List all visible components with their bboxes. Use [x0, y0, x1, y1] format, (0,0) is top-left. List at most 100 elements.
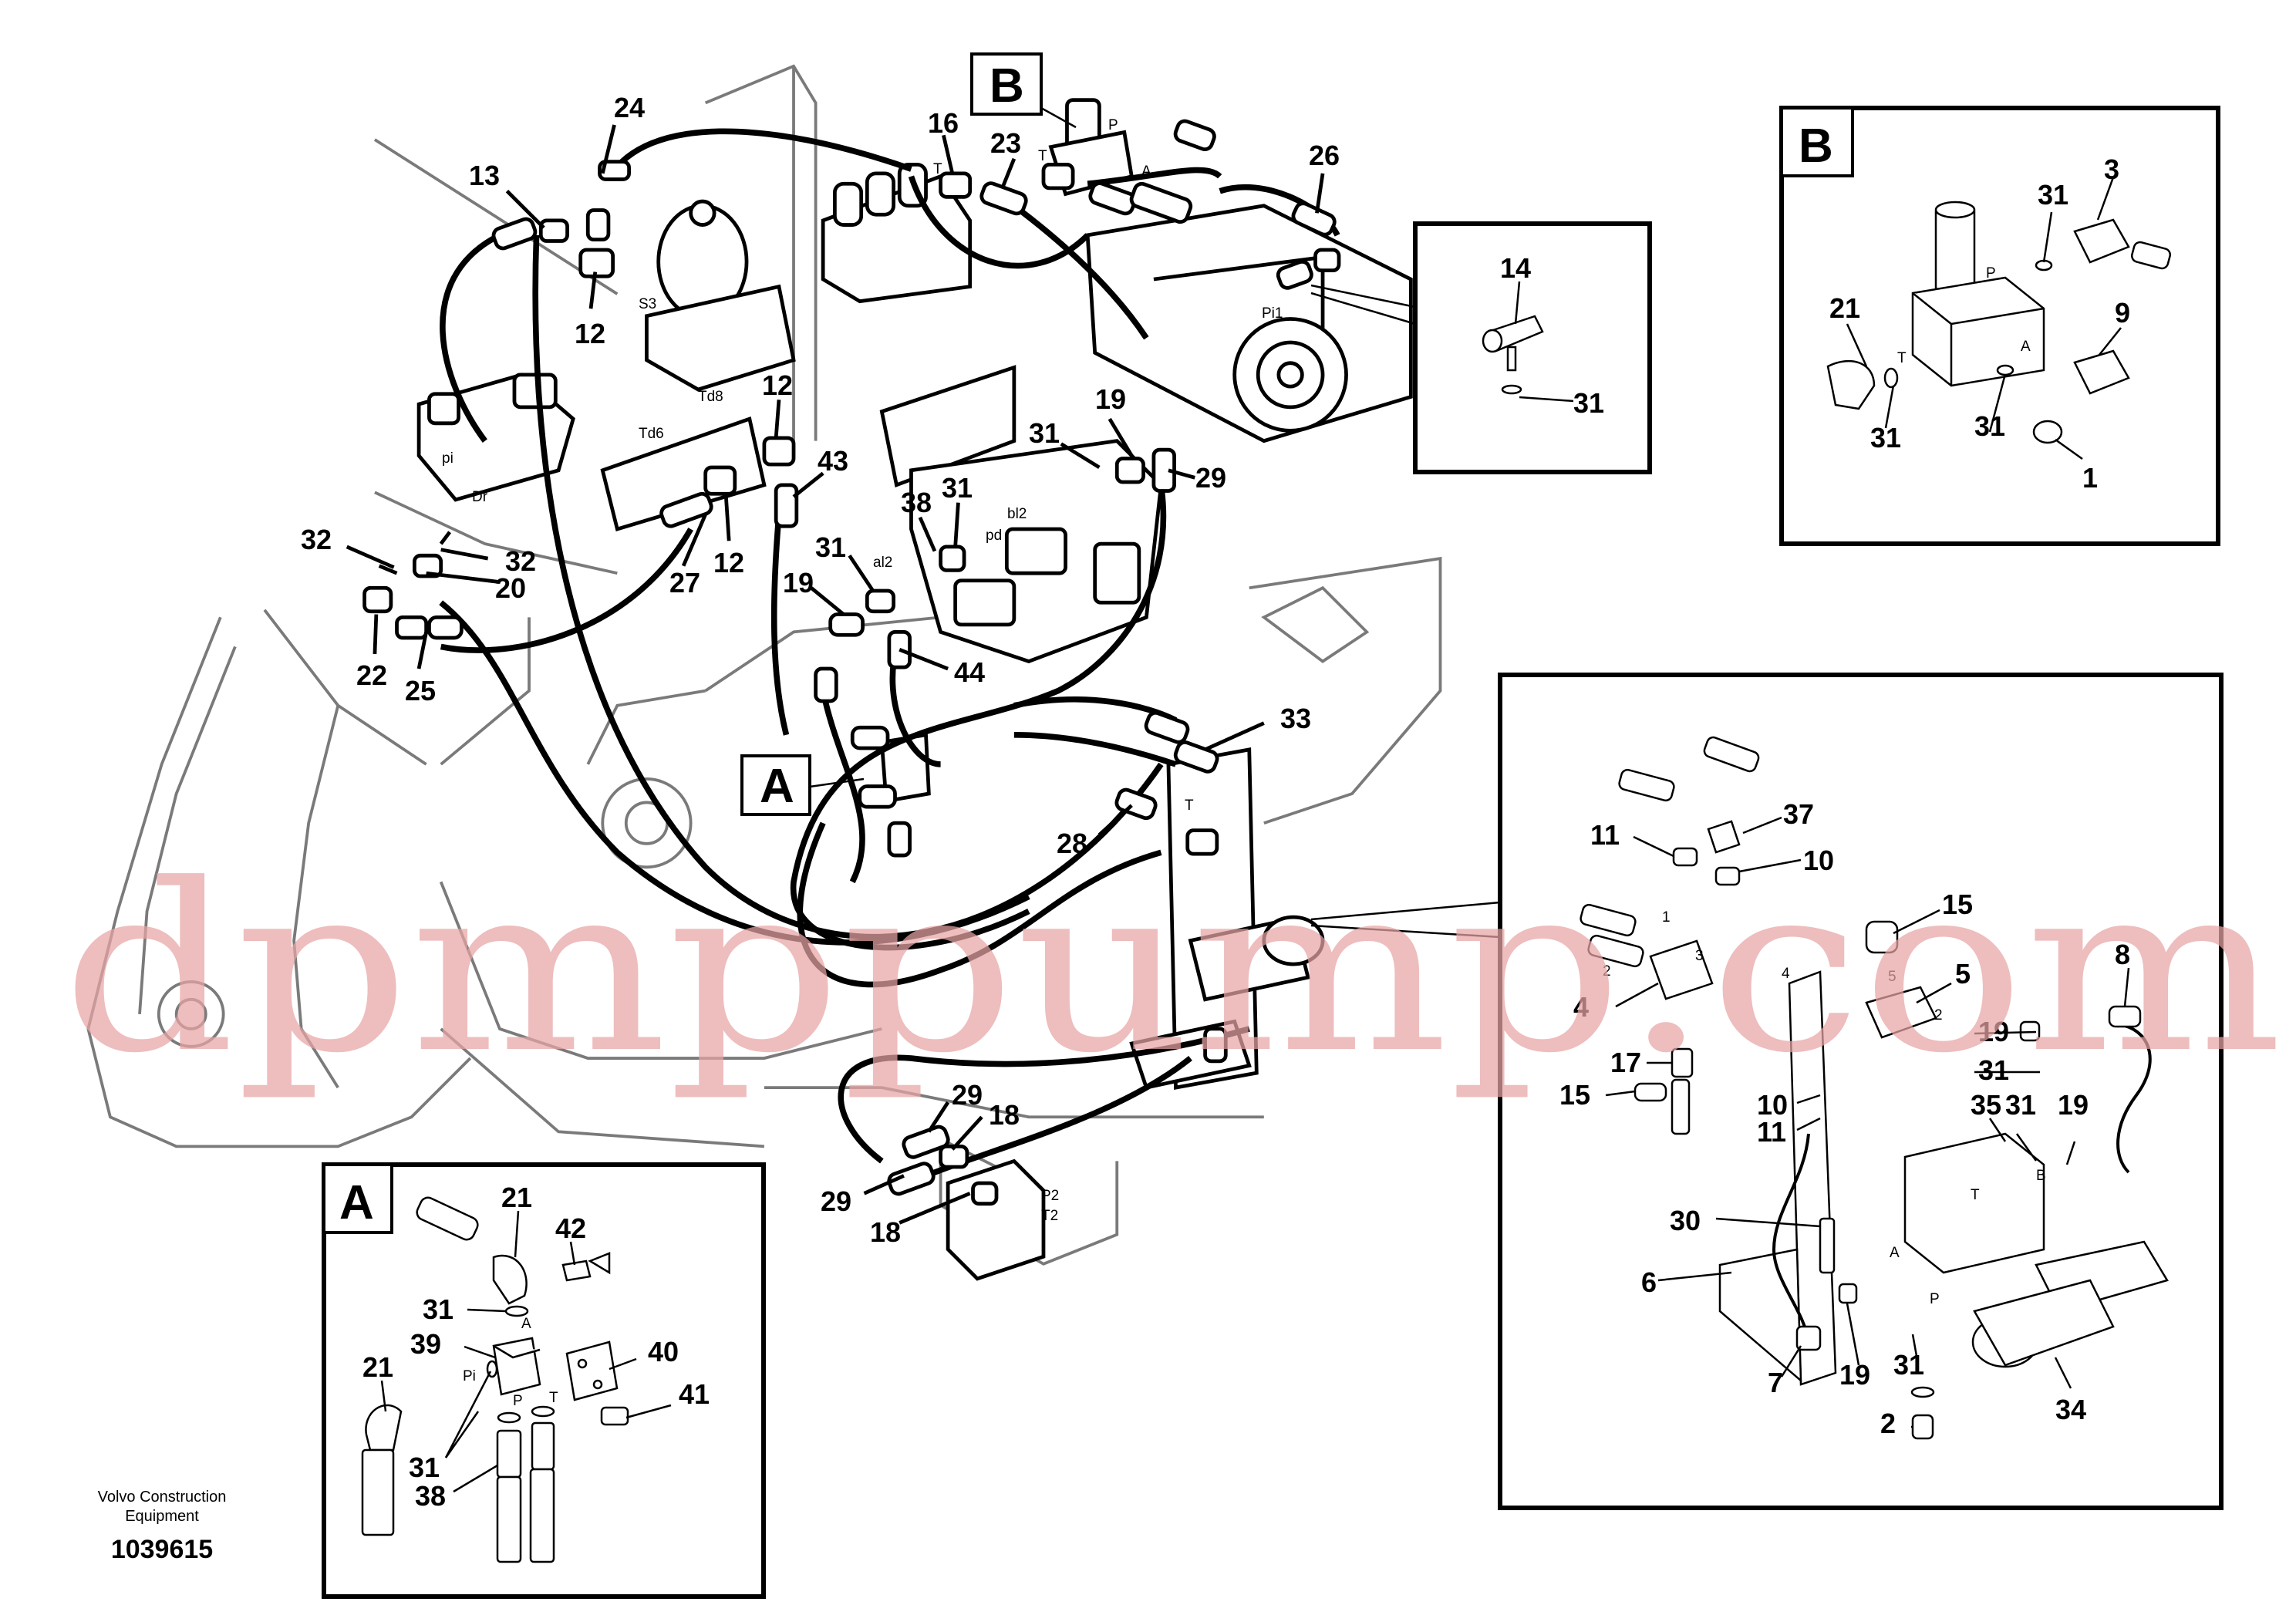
port-label: T: [1038, 148, 1047, 164]
callout-17: 17: [1610, 1047, 1641, 1078]
port-label: T: [1185, 798, 1194, 814]
main-leader-lines: [346, 124, 1325, 1225]
callout-28: 28: [1057, 828, 1087, 859]
port-t: T: [549, 1390, 558, 1406]
main-port-labels: S3 Td8 Td6 pi Dr T P A T Pi1 bl2 pd al2 …: [442, 117, 1283, 1224]
callout-31: 31: [1978, 1054, 2009, 1086]
mounting-plate: [600, 416, 767, 532]
callout-19: 19: [1095, 383, 1126, 415]
port-label: pi: [442, 450, 453, 467]
callout-42: 42: [555, 1212, 586, 1244]
callout-27: 27: [669, 567, 700, 599]
callout-31: 31: [1893, 1349, 1924, 1381]
port-label: T: [933, 161, 942, 177]
callout-21: 21: [362, 1351, 393, 1383]
callout-22: 22: [356, 659, 387, 691]
port-p: P: [1930, 1291, 1940, 1307]
callout-6: 6: [1641, 1266, 1657, 1298]
port-p: P: [1986, 265, 1996, 282]
callout-29: 29: [952, 1079, 983, 1111]
pilot-valve: [416, 373, 575, 502]
callout-31: 31: [1870, 422, 1901, 454]
callout-13: 13: [469, 160, 500, 191]
detail-b-valve: [1826, 201, 2171, 444]
callout-14: 14: [1500, 252, 1531, 284]
callout-38: 38: [901, 487, 932, 518]
brand-line-2: Equipment: [125, 1508, 199, 1525]
callout-31: 31: [409, 1452, 440, 1483]
callout-10: 10: [1803, 845, 1834, 876]
callout-31: 31: [815, 531, 846, 563]
port-label: P2: [1041, 1188, 1059, 1204]
callout-31: 31: [1974, 410, 2005, 442]
port-b: B: [2036, 1168, 2046, 1184]
port-pi: Pi: [463, 1368, 476, 1384]
callout-15: 15: [1942, 889, 1973, 920]
callout-24: 24: [614, 92, 645, 123]
port-label: S3: [639, 296, 656, 312]
footer: Volvo Construction Equipment 1039615: [98, 1489, 227, 1564]
watermark: dpmppump.com: [62, 835, 2283, 1104]
detail-manifold-box: 37 11 10 15 4 5 8 17 19 31 15 10 11 35 3…: [1310, 673, 2224, 1510]
callout-29: 29: [1195, 462, 1226, 494]
port-label: Td8: [698, 389, 723, 405]
hose-fittings: [362, 119, 1341, 1206]
callout-31: 31: [1573, 387, 1604, 419]
port-3: 3: [1695, 948, 1704, 964]
detail-14-box: 14 31: [1310, 221, 1652, 474]
callout-19: 19: [2058, 1089, 2089, 1121]
tag-a-label: A: [760, 760, 794, 813]
callout-31: 31: [2005, 1089, 2036, 1121]
callout-34: 34: [2055, 1394, 2086, 1425]
callout-26: 26: [1309, 140, 1340, 171]
callout-12: 12: [575, 318, 605, 349]
main-callouts: 24 13 12 16 23 26 12 19 31 43 29 38 31 2…: [301, 92, 1340, 1248]
port-t: T: [1897, 350, 1907, 366]
callout-19: 19: [1839, 1359, 1870, 1391]
port-a: A: [2021, 339, 2031, 355]
callout-10: 10: [1757, 1089, 1788, 1121]
callout-9: 9: [2115, 297, 2130, 329]
port-label: Dr: [472, 489, 488, 505]
callout-11: 11: [1590, 819, 1620, 851]
callout-23: 23: [990, 127, 1021, 159]
callout-21: 21: [1829, 292, 1860, 324]
port-label: Pi1: [1262, 305, 1283, 322]
port-label: Td6: [639, 426, 664, 442]
port-2b: 2: [1934, 1007, 1943, 1023]
port-a: A: [1890, 1245, 1900, 1261]
bottom-block: [946, 1158, 1046, 1281]
detail-a-box: A: [322, 1162, 766, 1599]
callout-20: 20: [495, 572, 526, 604]
detail-tag-a: A: [740, 754, 865, 816]
port-4: 4: [1782, 966, 1790, 982]
port-a: A: [521, 1316, 531, 1332]
port-2: 2: [1603, 963, 1611, 980]
callout-19: 19: [783, 567, 814, 599]
callout-32: 32: [301, 524, 332, 555]
detail-a-tag: A: [339, 1176, 374, 1229]
callout-31: 31: [423, 1293, 453, 1325]
callout-8: 8: [2115, 939, 2130, 970]
port-1: 1: [1662, 909, 1671, 926]
callout-31: 31: [942, 472, 973, 504]
callout-33: 33: [1280, 703, 1311, 734]
callout-5: 5: [1955, 958, 1971, 990]
callout-35: 35: [1971, 1089, 2001, 1121]
callout-38: 38: [415, 1480, 446, 1512]
detail-b-box: B 3 31 21 9 31 3: [1779, 106, 2220, 546]
callout-31: 31: [2038, 179, 2068, 211]
callout-2: 2: [1880, 1408, 1896, 1439]
detail-tag-b: B: [970, 52, 1077, 129]
callout-29: 29: [821, 1185, 851, 1217]
callout-16: 16: [928, 107, 959, 139]
callout-30: 30: [1670, 1205, 1701, 1236]
manifold-detail-parts: [1580, 736, 2169, 1440]
port-label: P: [1108, 117, 1118, 133]
callout-43: 43: [818, 445, 848, 477]
callout-25: 25: [405, 675, 436, 706]
callout-39: 39: [410, 1328, 441, 1360]
callout-3: 3: [2104, 153, 2119, 185]
callout-19: 19: [1978, 1016, 2009, 1047]
